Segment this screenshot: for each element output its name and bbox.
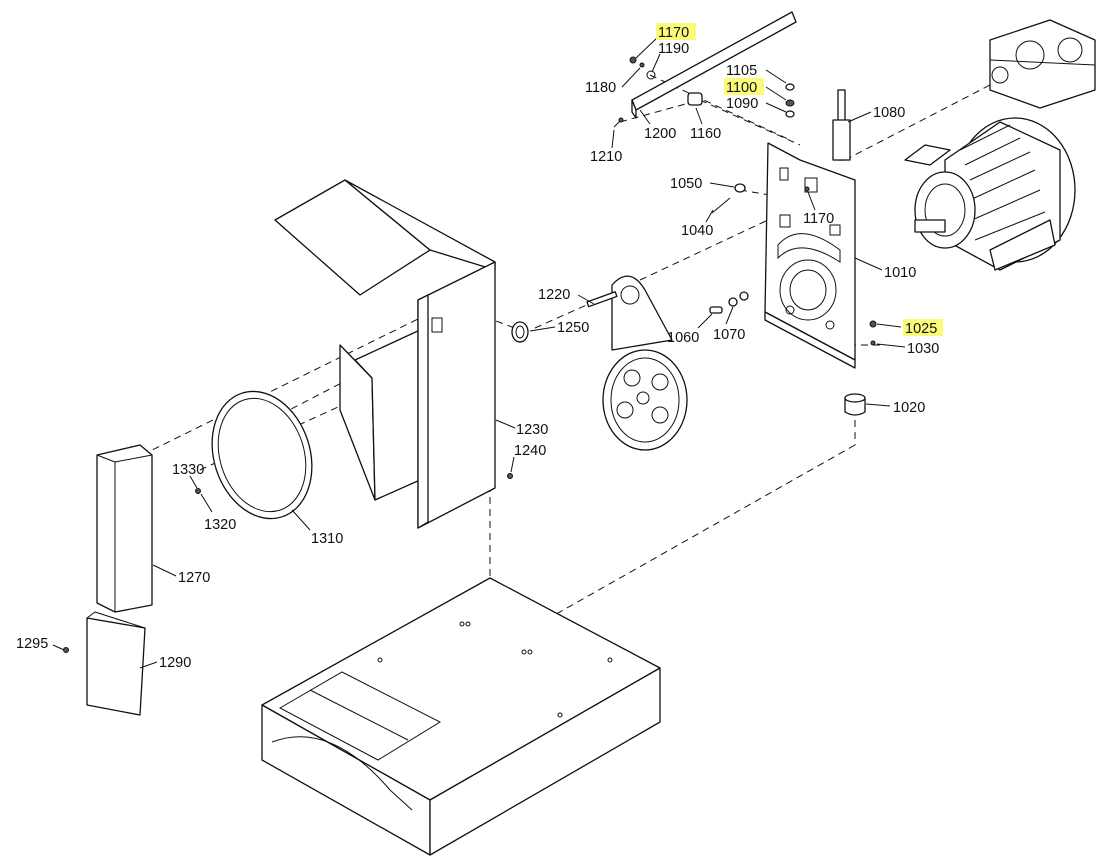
- cover-plate: [86, 611, 146, 716]
- callout-1080: 1080: [873, 105, 905, 121]
- callout-1170-top: 1170: [658, 25, 689, 41]
- electric-motor: [904, 117, 1076, 271]
- highlight-1025: [903, 319, 943, 336]
- callout-1180: 1180: [585, 80, 616, 96]
- callout-1295: 1295: [16, 636, 48, 652]
- highlight-1170: [656, 23, 696, 40]
- callout-1025: 1025: [905, 321, 937, 337]
- pulley-belt: [602, 275, 688, 451]
- callout-1190: 1190: [658, 41, 689, 57]
- hardware: [63, 56, 877, 653]
- callout-labels: 1170 1190 1180 1105 1100 1090 1080 1200 …: [16, 23, 943, 671]
- hopper-duct: [274, 179, 496, 501]
- callout-1105: 1105: [726, 63, 757, 79]
- callout-1060: 1060: [667, 330, 699, 346]
- callout-1310: 1310: [311, 531, 343, 547]
- side-panel: [417, 261, 496, 529]
- callout-1240: 1240: [514, 443, 546, 459]
- callout-1230: 1230: [516, 422, 548, 438]
- cover-box: [96, 444, 153, 613]
- callout-1250: 1250: [557, 320, 589, 336]
- callout-1270: 1270: [178, 570, 210, 586]
- callout-1030: 1030: [907, 341, 939, 357]
- callout-1200: 1200: [644, 126, 676, 142]
- callout-1290: 1290: [159, 655, 191, 671]
- callout-1160: 1160: [690, 126, 721, 142]
- callout-1050: 1050: [670, 176, 702, 192]
- top-rail: [631, 11, 797, 119]
- base-frame: [261, 577, 661, 856]
- highlight-1100: [724, 78, 764, 95]
- callout-1020: 1020: [893, 400, 925, 416]
- callout-1010: 1010: [884, 265, 916, 281]
- callout-1210: 1210: [590, 149, 622, 165]
- clamp-ring: [511, 321, 529, 343]
- callout-1330: 1330: [172, 462, 204, 478]
- ring-flange: [211, 390, 313, 520]
- callout-1220: 1220: [538, 287, 570, 303]
- callout-1040: 1040: [681, 223, 713, 239]
- threaded-rod: [832, 89, 851, 161]
- pump-head: [989, 19, 1096, 109]
- callout-1170-plate: 1170: [803, 211, 834, 227]
- callout-1100: 1100: [726, 80, 757, 96]
- leader-lines: [52, 36, 906, 669]
- callout-1090: 1090: [726, 96, 758, 112]
- callout-1320: 1320: [204, 517, 236, 533]
- motor-plate: [764, 142, 856, 369]
- callout-1070: 1070: [713, 327, 745, 343]
